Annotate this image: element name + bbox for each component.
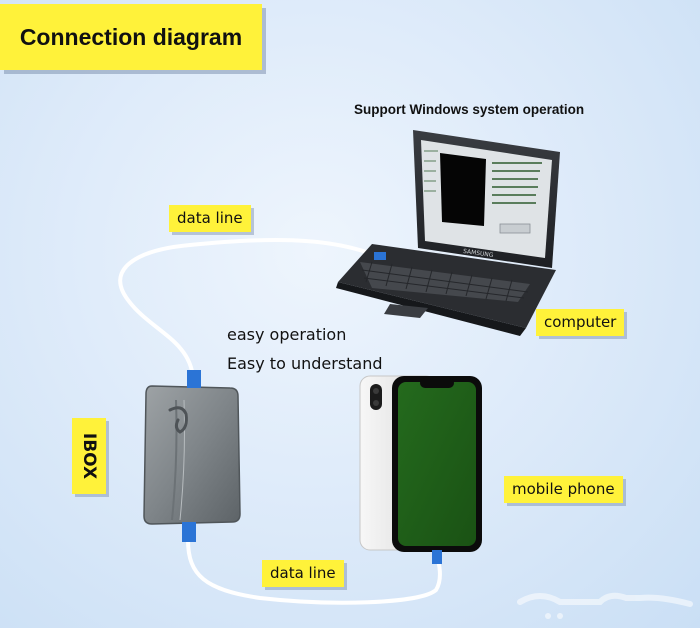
ibox-label: IBOX xyxy=(72,418,106,494)
data-line-bottom-label: data line xyxy=(262,560,344,587)
computer-label: computer xyxy=(536,309,625,336)
laptop-brand: SAMSUNG xyxy=(463,248,495,259)
page-title: Connection diagram xyxy=(0,4,262,70)
ibox-device xyxy=(143,370,241,542)
phone-usb-connector xyxy=(432,550,442,564)
subtitle: Support Windows system operation xyxy=(354,102,585,117)
ibox-top-connector xyxy=(187,370,201,388)
easy-operation-text: easy operation xyxy=(227,325,347,344)
mobile-phone-label: mobile phone xyxy=(504,476,623,503)
mobile-phone-device xyxy=(359,375,482,564)
easy-understand-text: Easy to understand xyxy=(227,354,383,373)
laptop-usb-connector xyxy=(374,252,386,260)
ibox-logo xyxy=(168,406,188,434)
data-cable-bottom xyxy=(186,538,442,605)
watermark-logo xyxy=(517,592,693,619)
laptop-computer: SAMSUNG xyxy=(336,130,560,336)
data-cable-top xyxy=(118,237,384,380)
ibox-label-text: IBOX xyxy=(79,432,99,480)
data-line-top-label: data line xyxy=(169,205,251,232)
ibox-bottom-connector xyxy=(182,522,196,542)
